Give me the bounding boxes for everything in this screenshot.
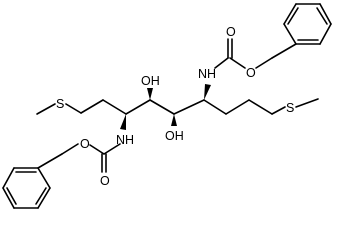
right-benzene-ring — [283, 3, 332, 45]
wedge-to-nh-right — [204, 84, 211, 100]
amine-label-right: NH — [198, 67, 216, 81]
ester-oxygen-left: O — [80, 137, 90, 151]
wedge-to-nh-left — [120, 114, 126, 130]
sulfur-label-right: S — [286, 101, 294, 115]
left-methylthio-chain — [36, 99, 127, 115]
central-backbone — [125, 99, 227, 115]
amine-label-left: NH — [116, 133, 134, 147]
atom-labels: OH OH NH NH S S O O O O — [56, 25, 294, 188]
right-methylthio-chain — [225, 98, 319, 115]
wedge-to-oh-bottom — [171, 114, 177, 126]
hydroxyl-label-bottom: OH — [165, 129, 184, 143]
hydroxyl-label-top: OH — [141, 74, 160, 88]
ester-oxygen-right: O — [246, 66, 256, 80]
carbonyl-oxygen-left: O — [100, 174, 110, 188]
stereo-wedges — [120, 84, 211, 130]
sulfur-label-left: S — [56, 97, 64, 111]
left-benzene-ring — [2, 167, 51, 209]
molecule-structure-diagram: OH OH NH NH S S O O O O — [2, 3, 332, 209]
right-carbamate-group — [214, 38, 297, 69]
wedge-to-oh-top — [147, 88, 153, 100]
carbonyl-oxygen-right: O — [226, 25, 236, 39]
left-carbamate-group — [37, 143, 121, 173]
